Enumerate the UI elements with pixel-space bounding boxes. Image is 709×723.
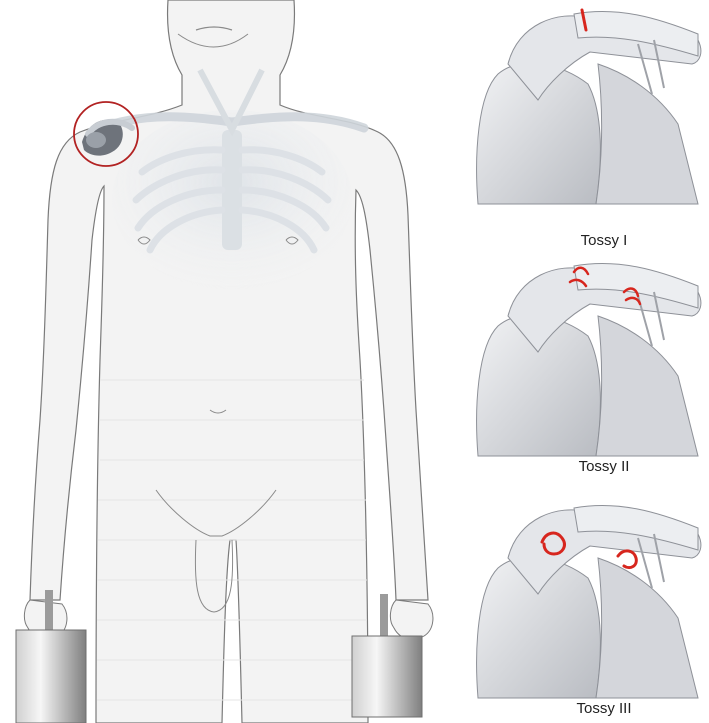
weight-icon <box>352 636 422 717</box>
tossy-i-caption: Tossy I <box>504 232 704 249</box>
tossy-iii-illustration <box>477 505 701 698</box>
tossy-i-illustration <box>477 10 701 204</box>
body-outline <box>30 0 428 723</box>
tear-mark <box>618 551 636 568</box>
tossy-iii-caption: Tossy III <box>504 700 704 717</box>
right-hand <box>390 600 433 639</box>
tossy-ii-caption: Tossy II <box>504 458 704 475</box>
left-weight <box>16 590 86 723</box>
tossy-ii-illustration <box>477 263 701 456</box>
weight-icon <box>16 630 86 723</box>
body-figure <box>30 0 428 723</box>
